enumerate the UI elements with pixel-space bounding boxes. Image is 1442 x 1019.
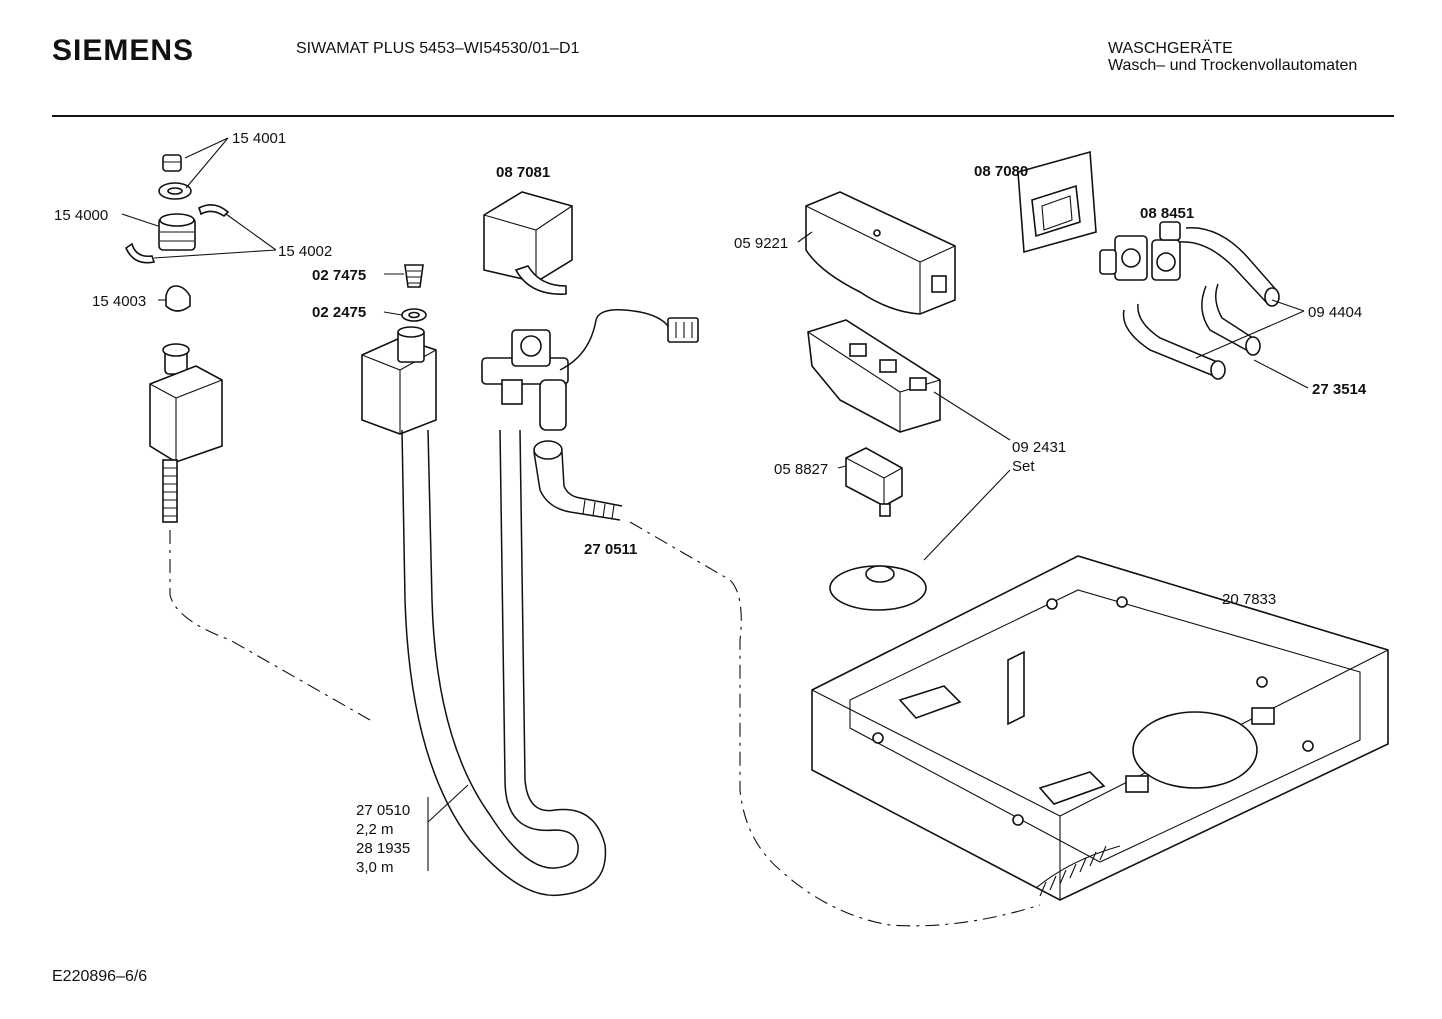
leader-094404-b xyxy=(1195,310,1305,359)
label-154001: 15 4001 xyxy=(232,130,286,147)
label-154000: 15 4000 xyxy=(54,207,108,224)
connection-line-left xyxy=(169,530,371,721)
category-line-1: WASCHGERÄTE xyxy=(1108,40,1233,57)
inlet-hose xyxy=(361,326,607,897)
label-273514: 27 3514 xyxy=(1312,381,1367,398)
leader-092431-a xyxy=(933,391,1011,441)
fitting-clip-lower xyxy=(124,242,156,264)
leader-154002-a xyxy=(225,213,277,251)
model-title: SIWAMAT PLUS 5453–WI54530/01–D1 xyxy=(296,40,580,57)
label-207833: 20 7833 xyxy=(1222,591,1276,608)
label-hose-30m: 3,0 m xyxy=(356,859,394,876)
hose-bracket xyxy=(481,329,569,431)
label-087081: 08 7081 xyxy=(496,164,550,181)
sealing-ring xyxy=(401,308,427,322)
label-058827: 05 8827 xyxy=(774,461,828,478)
label-059221: 05 9221 xyxy=(734,235,788,252)
label-088451: 08 8451 xyxy=(1140,205,1194,222)
label-hose-270510: 27 0510 xyxy=(356,802,410,819)
fitting-cap xyxy=(165,285,191,312)
label-022475: 02 2475 xyxy=(312,304,366,321)
leader-092431-b xyxy=(923,469,1011,561)
brand-logo: SIEMENS xyxy=(52,34,195,67)
aquastop-valve-box xyxy=(149,343,223,523)
switch-module xyxy=(845,447,903,517)
label-hose-281935: 28 1935 xyxy=(356,840,410,857)
rubber-foot xyxy=(829,565,927,611)
control-housing xyxy=(805,191,956,315)
leader-059221 xyxy=(797,231,813,243)
label-154003: 15 4003 xyxy=(92,293,146,310)
category-line-2: Wasch– und Trockenvollautomaten xyxy=(1108,57,1358,74)
control-bracket xyxy=(807,319,941,433)
leader-154002-b xyxy=(153,249,277,259)
base-plate xyxy=(811,555,1389,901)
label-set: Set xyxy=(1012,458,1035,475)
label-092431: 09 2431 xyxy=(1012,439,1066,456)
hose-cover-cap xyxy=(483,191,573,295)
leader-022475 xyxy=(383,311,403,316)
filter-screen xyxy=(404,264,424,288)
water-inlet-valve xyxy=(1099,221,1181,281)
leader-094404-a xyxy=(1271,299,1305,312)
label-094404: 09 4404 xyxy=(1308,304,1362,321)
valve-hoses xyxy=(1122,227,1280,380)
label-087080: 08 7080 xyxy=(974,163,1028,180)
drain-hose-elbow xyxy=(533,440,623,521)
label-hose-22m: 2,2 m xyxy=(356,821,394,838)
fitting-nut-small xyxy=(162,154,182,172)
label-027475: 02 7475 xyxy=(312,267,366,284)
cable-with-plug xyxy=(559,309,699,371)
label-154002: 15 4002 xyxy=(278,243,332,260)
drawing-code: E220896–6/6 xyxy=(52,968,148,985)
label-270511: 27 0511 xyxy=(584,541,637,558)
leader-058827 xyxy=(837,465,847,469)
category-title: WASCHGERÄTE Wasch– und Trockenvollautoma… xyxy=(1108,40,1357,74)
bracket-plate xyxy=(1017,150,1097,254)
fitting-connector xyxy=(158,213,196,251)
leader-154000 xyxy=(121,213,159,227)
hose-length-leader xyxy=(427,784,469,823)
leader-154001-b xyxy=(185,137,229,189)
fitting-clip-upper xyxy=(198,204,230,218)
leader-273514 xyxy=(1253,359,1309,389)
leader-154001-a xyxy=(184,137,229,159)
fitting-washer xyxy=(158,182,192,200)
header-divider xyxy=(52,115,1394,117)
